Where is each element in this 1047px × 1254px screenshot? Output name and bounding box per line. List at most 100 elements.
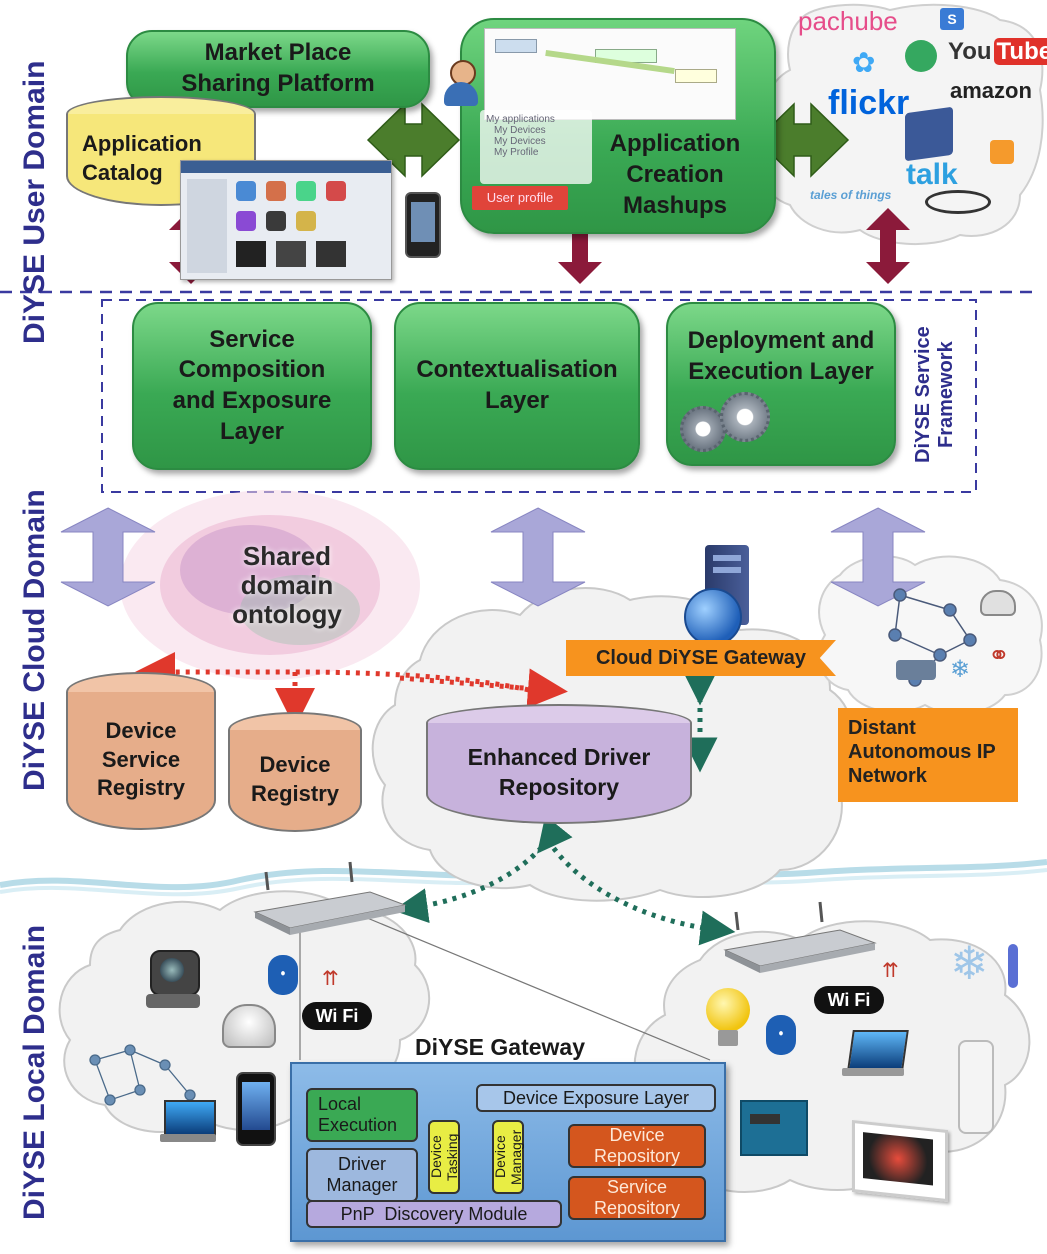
device-tasking-label: Device Tasking bbox=[427, 1133, 460, 1181]
iphone-icon bbox=[236, 1072, 276, 1146]
user-domain-label: DiYSE User Domain bbox=[18, 60, 51, 345]
smartphone-graphic bbox=[405, 192, 441, 258]
app-creation-label: Application Creation Mashups bbox=[609, 130, 741, 220]
framework-label: DiYSE Service Framework bbox=[912, 326, 957, 464]
app-creation-panel: My applications My Devices My Devices My… bbox=[460, 18, 776, 234]
service-composition-label: Service Composition and Exposure Layer bbox=[172, 325, 332, 445]
local-domain-label: DiYSE Local Domain bbox=[18, 924, 51, 1221]
service-repository-label: Service Repository bbox=[593, 1177, 681, 1218]
facebook-icon bbox=[905, 106, 953, 162]
wifi-label-right: Wi Fi bbox=[827, 990, 871, 1010]
device-tasking-box: Device Tasking bbox=[428, 1120, 460, 1194]
usb-icon-left: ⇈ bbox=[322, 968, 339, 990]
arduino-board-icon bbox=[740, 1100, 808, 1156]
device-manager-box: Device Manager bbox=[492, 1120, 524, 1194]
local-sensor-network-graphic bbox=[89, 1044, 196, 1106]
ontology-network-graphic bbox=[120, 490, 420, 680]
bluetooth-icon-right: ᛫ bbox=[766, 1015, 796, 1055]
device-repository-label: Device Repository bbox=[593, 1125, 681, 1166]
device-service-registry-label: Device Service Registry bbox=[96, 718, 186, 801]
pnp-discovery-label: PnP Discovery Module bbox=[340, 1203, 528, 1224]
light-bulb-icon bbox=[706, 988, 750, 1050]
user-profile-button[interactable]: User profile bbox=[472, 186, 568, 210]
contextualisation-label: Contextualisation Layer bbox=[416, 356, 618, 414]
mashup-menu: My applications My Devices My Devices My… bbox=[480, 110, 592, 184]
device-exposure-layer-box: Device Exposure Layer bbox=[476, 1084, 716, 1112]
enhanced-driver-repository-cylinder: Enhanced Driver Repository bbox=[426, 704, 692, 824]
distant-network-cloud bbox=[817, 555, 1043, 715]
local-execution-box: Local Execution bbox=[306, 1088, 418, 1142]
deployment-execution-label: Deployment and Execution Layer bbox=[687, 327, 875, 385]
mashup-menu-item[interactable]: My Profile bbox=[494, 147, 539, 158]
photo-frame-icon bbox=[852, 1119, 948, 1203]
diyse-gateway-box: Local Execution Device Exposure Layer Dr… bbox=[290, 1062, 726, 1242]
teal-dotted-links bbox=[392, 670, 736, 946]
eye-icon bbox=[925, 190, 991, 214]
youtube-tube-text: Tube bbox=[993, 38, 1047, 65]
rss-icon bbox=[990, 140, 1014, 164]
mashup-menu-item[interactable]: My Devices bbox=[494, 125, 546, 136]
marketplace-label: Market Place Sharing Platform bbox=[181, 39, 375, 97]
router-right-graphic bbox=[723, 901, 877, 973]
wii-remote-icon bbox=[958, 1040, 994, 1134]
wifi-logo-left: Wi Fi bbox=[302, 1002, 372, 1030]
amazon-logo: amazon bbox=[950, 78, 1032, 103]
social-s-icon: S bbox=[940, 8, 964, 30]
app-store-screenshot bbox=[180, 160, 392, 280]
device-registry-label: Device Registry bbox=[250, 752, 340, 806]
cloud-domain-label: DiYSE Cloud Domain bbox=[18, 489, 51, 791]
bicycle-icon: ⚭ bbox=[988, 640, 1010, 670]
local-execution-label: Local Execution bbox=[318, 1094, 398, 1135]
usb-icon-right: ⇈ bbox=[882, 960, 899, 982]
flickr-logo: flickr bbox=[828, 84, 910, 122]
twitter-bird-icon: ✿ bbox=[852, 47, 876, 78]
marketplace-box: Market Place Sharing Platform bbox=[126, 30, 430, 108]
driver-manager-label: Driver Manager bbox=[326, 1154, 398, 1195]
thermometer-icon bbox=[1008, 944, 1018, 988]
mashup-editor-screenshot bbox=[484, 28, 736, 120]
chat-bubble-icon bbox=[905, 40, 937, 72]
device-registry-cylinder: Device Registry bbox=[228, 712, 362, 832]
dome-camera-icon bbox=[222, 1004, 276, 1048]
user-avatar-icon bbox=[442, 60, 480, 108]
contextualisation-layer: Contextualisation Layer bbox=[394, 302, 640, 470]
driver-manager-box: Driver Manager bbox=[306, 1148, 418, 1202]
snowflake-thermometer-icon: ❄ bbox=[950, 937, 989, 989]
globe-icon bbox=[684, 588, 742, 646]
camera-dome-icon bbox=[980, 590, 1016, 616]
laptop-icon-right bbox=[842, 1030, 909, 1080]
device-service-registry-cylinder: Device Service Registry bbox=[66, 672, 216, 830]
ip-camera-icon bbox=[142, 950, 204, 1010]
app-catalog-label: Application Catalog bbox=[82, 131, 202, 185]
red-dotted-links bbox=[135, 652, 568, 728]
youtube-you-text: You bbox=[948, 38, 992, 65]
device-exposure-layer-label: Device Exposure Layer bbox=[502, 1087, 690, 1108]
router-left-graphic bbox=[253, 861, 407, 935]
enhanced-driver-repository-label: Enhanced Driver Repository bbox=[467, 743, 651, 800]
gears-icon bbox=[680, 392, 776, 452]
pnp-discovery-box: PnP Discovery Module bbox=[306, 1200, 562, 1228]
wifi-logo-right: Wi Fi bbox=[814, 986, 884, 1014]
vehicle-icon bbox=[896, 660, 936, 680]
wifi-label-left: Wi Fi bbox=[315, 1006, 359, 1026]
diyse-gateway-title: DiYSE Gateway bbox=[415, 1034, 586, 1060]
service-composition-layer: Service Composition and Exposure Layer bbox=[132, 302, 372, 470]
cloud-gateway-label: Cloud DiYSE Gateway bbox=[566, 640, 836, 676]
framework-dashed-box bbox=[101, 299, 977, 493]
snowflake-small-icon: ❄ bbox=[950, 656, 971, 683]
service-repository-box: Service Repository bbox=[568, 1176, 706, 1220]
pachube-logo: pachube bbox=[798, 6, 898, 36]
talk-logo: talk bbox=[906, 158, 958, 191]
device-repository-box: Device Repository bbox=[568, 1124, 706, 1168]
lilac-arrows bbox=[60, 507, 926, 607]
ontology-label: Shared domain ontology bbox=[232, 541, 342, 630]
green-arrows bbox=[366, 102, 850, 178]
laptop-icon-left bbox=[160, 1100, 216, 1144]
device-manager-label: Device Manager bbox=[491, 1129, 524, 1185]
router-gateway-lines bbox=[299, 914, 711, 1061]
mashup-menu-item[interactable]: My applications bbox=[486, 114, 555, 125]
distant-network-label: Distant Autonomous IP Network bbox=[838, 708, 1018, 802]
tales-of-things-logo: tales of things bbox=[810, 188, 892, 202]
mashup-menu-item[interactable]: My Devices bbox=[494, 136, 546, 147]
